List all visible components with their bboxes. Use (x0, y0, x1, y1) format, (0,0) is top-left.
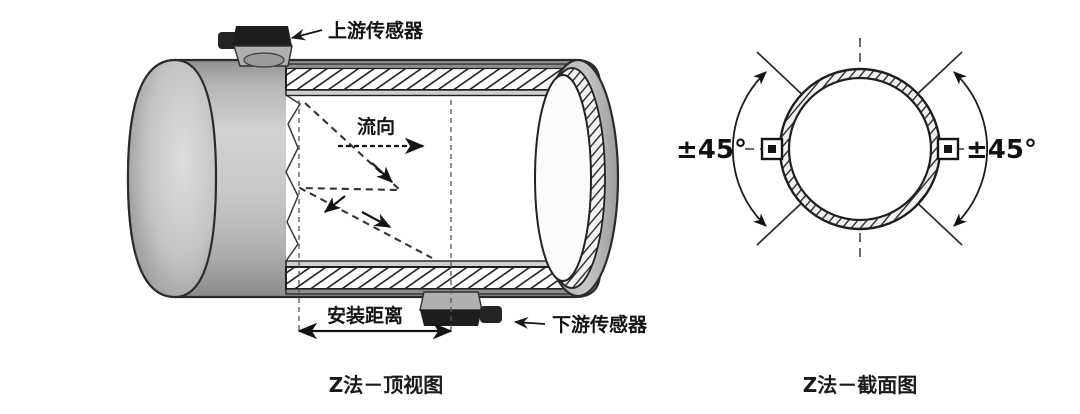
cut-edge-left (285, 94, 302, 262)
pipe-bore-circle (787, 76, 933, 222)
signal-arrow-1 (371, 162, 393, 183)
angle-label-right: ±45° (966, 135, 1037, 165)
sensor-left-core (768, 145, 776, 153)
pipe-cross-section (778, 67, 942, 231)
arc-sweep-right (953, 71, 988, 227)
downstream-sensor-cable (480, 306, 502, 323)
upstream-sensor[interactable] (218, 26, 293, 68)
cross-section-caption: Z法－截面图 (803, 373, 918, 397)
flow-direction-group: 流向 (338, 115, 425, 155)
pipe-right-mouth (534, 58, 620, 298)
pipe-cutaway-interior (285, 94, 554, 262)
sweep-arcs (732, 71, 988, 227)
pipe-left-endcap (126, 58, 218, 299)
top-view-caption: Z法－顶视图 (329, 373, 444, 397)
cross-section-group: ±45° ±45° Z法－截面图 (676, 38, 1037, 397)
angle-label-left: ±45° (676, 135, 747, 165)
sensor-right-core (944, 145, 952, 153)
signal-arrow-2 (323, 195, 346, 213)
top-view-group: 流向 上游传感器 下游传感器 (126, 19, 648, 397)
top-wall-outer-hatch (285, 67, 577, 91)
installation-distance-group: 安装距离 (297, 100, 453, 340)
downstream-callout-arrow (513, 316, 546, 329)
pipe-top-wall (285, 63, 577, 97)
top-wall-liner (285, 89, 577, 97)
upstream-sensor-footprint (243, 52, 285, 68)
signal-path (298, 102, 433, 259)
upstream-sensor-callout: 上游传感器 (290, 19, 424, 42)
top-wall-inner-face (285, 63, 577, 70)
installation-distance-label: 安装距离 (327, 304, 403, 327)
cross-section-sensor-left[interactable] (760, 137, 784, 161)
arc-sweep-left (732, 71, 767, 227)
mouth-bore (534, 74, 592, 282)
bottom-wall-outer-hatch (285, 266, 577, 290)
upstream-callout-arrow (290, 28, 323, 41)
upstream-sensor-body (232, 26, 292, 46)
flow-direction-label: 流向 (357, 115, 395, 138)
cross-section-sensor-right[interactable] (936, 137, 960, 161)
pipe-bottom-wall (285, 260, 577, 295)
upstream-sensor-label: 上游传感器 (328, 19, 424, 42)
downstream-sensor-callout: 下游传感器 (513, 313, 648, 336)
signal-arrow-3 (361, 211, 392, 228)
downstream-sensor-label: 下游传感器 (552, 313, 648, 336)
signal-path-group (298, 102, 433, 259)
flow-channel (286, 95, 554, 261)
